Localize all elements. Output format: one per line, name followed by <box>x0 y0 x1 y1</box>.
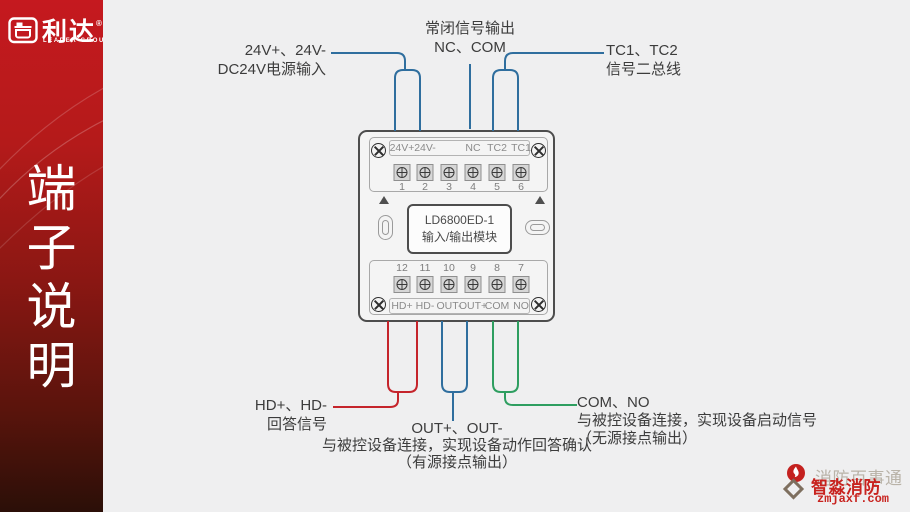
terminal-number: 12 <box>396 262 408 274</box>
annotation-nc-output: 常闭信号输出 NC、COM <box>390 19 550 57</box>
triangle-marker-icon <box>535 196 545 204</box>
terminal-number: 8 <box>494 262 500 274</box>
watermark-logo-icon <box>782 464 805 500</box>
wire-tc-bundle <box>492 69 519 131</box>
annotation-line: 与被控设备连接，实现设备启动信号 <box>577 412 818 429</box>
terminal-screw-icon <box>464 276 482 293</box>
terminal-number: 9 <box>470 262 476 274</box>
terminal-label: OUT+ <box>458 300 488 312</box>
terminal-screw-icon <box>440 276 458 293</box>
brand-sidebar: 利达® LEADER GROUP 端 子 说 明 <box>0 0 103 512</box>
case-screw-icon <box>371 297 386 312</box>
module-type: 输入/输出模块 <box>421 230 498 244</box>
brand-subtitle: LEADER GROUP <box>43 38 103 44</box>
annotation-line: NC、COM <box>434 39 506 56</box>
terminal-label: NO <box>513 300 529 312</box>
terminal-label: TC2 <box>487 142 507 154</box>
terminal-label: 24V+ <box>389 142 415 154</box>
title-char: 端 <box>26 161 77 217</box>
terminal-label: 24V- <box>414 142 436 154</box>
page-title-vertical: 端 子 说 明 <box>0 160 103 396</box>
annotation-line: TC1、TC2 <box>606 42 678 59</box>
terminal-screw-icon <box>488 276 506 293</box>
annotation-line: COM、NO <box>577 394 650 411</box>
led-indicator-right <box>525 220 550 235</box>
terminal-number: 10 <box>443 262 455 274</box>
wire-hd-leader <box>333 392 399 408</box>
wire-com-leader <box>504 392 577 406</box>
module-model: LD6800ED-1 <box>424 213 495 227</box>
annotation-line: OUT+、OUT- <box>411 420 503 437</box>
module-nameplate: LD6800ED-1 输入/输出模块 <box>407 204 512 254</box>
case-screw-icon <box>371 143 386 158</box>
case-screw-icon <box>531 143 546 158</box>
site-watermark: 消防百事通 智淼消防 zmjaxf.com <box>781 460 910 512</box>
wire-power-bundle <box>394 69 421 131</box>
annotation-line: DC24V电源输入 <box>217 61 326 78</box>
annotation-power-input: 24V+、24V- DC24V电源输入 <box>178 41 326 79</box>
terminal-number: 4 <box>470 181 476 193</box>
title-char: 子 <box>26 220 77 276</box>
wire-hd-bundle <box>387 321 418 393</box>
watermark-site-url: zmjaxf.com <box>817 492 890 506</box>
terminal-number: 11 <box>419 262 431 274</box>
terminal-label: TC1 <box>511 142 531 154</box>
annotation-line: 信号二总线 <box>606 61 682 78</box>
wire-com-bundle <box>492 321 519 393</box>
annotation-line: 24V+、24V- <box>244 42 326 59</box>
terminal-label: HD+ <box>391 300 413 312</box>
watermark-brand: 智淼消防 <box>811 478 881 497</box>
annotation-line: 常闭信号输出 <box>424 20 515 37</box>
terminal-screw-icon <box>464 164 482 181</box>
terminal-screw-icon <box>416 164 434 181</box>
top-label-strip <box>389 140 530 156</box>
terminal-number: 3 <box>446 181 452 193</box>
annotation-signal-bus: TC1、TC2 信号二总线 <box>606 41 746 79</box>
terminal-screw-icon <box>393 164 411 181</box>
annotation-out-output: OUT+、OUT- 与被控设备连接，实现设备动作回答确认 （有源接点输出） <box>306 420 608 471</box>
terminal-number: 5 <box>494 181 500 193</box>
terminal-number: 6 <box>518 181 524 193</box>
annotation-line: （有源接点输出） <box>396 454 517 471</box>
brand-name: 利达® <box>42 18 102 46</box>
annotation-answer-signal: HD+、HD- 回答信号 <box>180 396 327 434</box>
led-indicator-left <box>378 215 393 240</box>
terminal-screw-icon <box>488 164 506 181</box>
terminal-number: 7 <box>518 262 524 274</box>
terminal-screw-icon <box>393 276 411 293</box>
case-screw-icon <box>531 297 546 312</box>
watermark-ghost-text: 消防百事通 <box>815 469 903 488</box>
terminal-number: 1 <box>399 181 405 193</box>
title-char: 说 <box>26 279 77 335</box>
terminal-screw-icon <box>416 276 434 293</box>
terminal-label: HD- <box>415 300 435 312</box>
annotation-start-signal: COM、NO 与被控设备连接，实现设备启动信号 （无源接点输出） <box>577 394 837 448</box>
terminal-screw-icon <box>512 164 530 181</box>
terminal-number: 2 <box>422 181 428 193</box>
io-module-diagram: 24V+ 24V- NC TC2 TC1 1 2 3 4 5 6 LD6800E… <box>358 130 555 322</box>
terminal-label: COM <box>484 300 510 312</box>
title-char: 明 <box>26 338 77 394</box>
terminal-screw-icon <box>440 164 458 181</box>
terminal-label: OUT- <box>436 300 462 312</box>
annotation-line: 与被控设备连接，实现设备动作回答确认 <box>321 437 592 454</box>
wire-out-bundle <box>441 321 468 393</box>
terminal-screw-icon <box>512 276 530 293</box>
sidebar-arc-decoration <box>0 87 103 249</box>
leader-group-logo-icon <box>8 17 38 44</box>
terminal-label: NC <box>465 142 481 154</box>
triangle-marker-icon <box>379 196 389 204</box>
annotation-line: HD+、HD- <box>254 397 327 414</box>
annotation-line: （无源接点输出） <box>577 430 698 447</box>
annotation-line: 回答信号 <box>266 416 327 433</box>
registered-mark: ® <box>96 19 102 28</box>
bottom-label-strip <box>389 298 530 314</box>
